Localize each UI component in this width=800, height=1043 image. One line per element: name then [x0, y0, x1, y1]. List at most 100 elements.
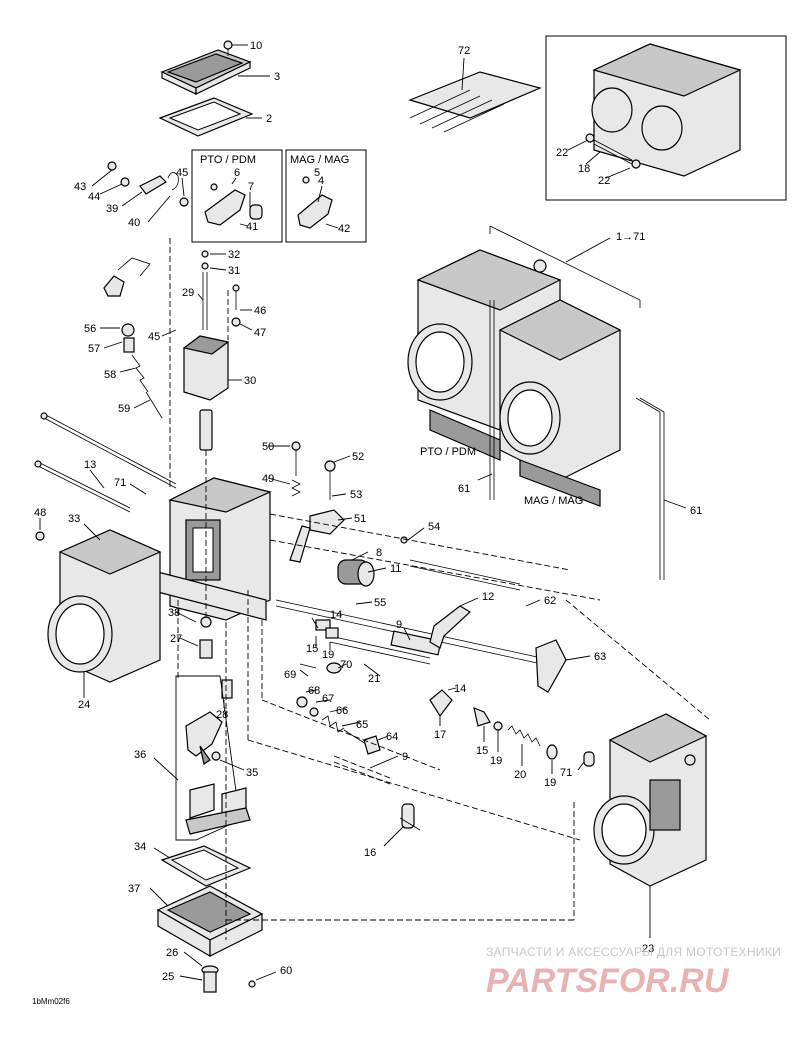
callout-45-top: 45 [176, 167, 188, 179]
callouts: 10 3 2 6 7 41 5 4 42 43 44 39 40 45 32 3… [34, 40, 702, 983]
jets [199, 616, 233, 699]
callout-62: 62 [544, 595, 556, 607]
callout-39: 39 [106, 203, 118, 215]
callout-26: 26 [166, 947, 178, 959]
callout-68: 68 [308, 685, 320, 697]
callout-33: 33 [68, 513, 80, 525]
callout-69: 69 [284, 669, 296, 681]
callout-41: 41 [246, 221, 258, 233]
callout-4: 4 [318, 175, 324, 187]
callout-15-upper: 15 [306, 643, 318, 655]
callout-61-right: 61 [690, 505, 702, 517]
gasket-part [158, 97, 254, 137]
callout-36: 36 [134, 749, 146, 761]
callout-23: 23 [642, 943, 654, 955]
screw-46 [231, 284, 241, 327]
mag-assembly-label: MAG / MAG [524, 495, 583, 507]
idle-screws [289, 441, 345, 563]
callout-2: 2 [266, 113, 272, 125]
callout-5: 5 [314, 167, 320, 179]
inset-carburetor [585, 43, 742, 177]
throttle-shaft-assembly [275, 559, 567, 693]
float-bowl [156, 845, 264, 958]
carburetor-body-pto [149, 477, 272, 621]
callout-29: 29 [182, 287, 194, 299]
callout-31: 31 [228, 265, 240, 277]
callout-24: 24 [78, 699, 90, 711]
callout-19-lower: 19 [490, 755, 502, 767]
range-bracket [489, 225, 641, 308]
callout-59: 59 [118, 403, 130, 415]
callout-20: 20 [514, 769, 526, 781]
callout-42: 42 [338, 223, 350, 235]
solenoid [337, 536, 408, 587]
callout-17: 17 [434, 729, 446, 741]
callout-32: 32 [228, 249, 240, 261]
mag-box [285, 149, 367, 243]
callout-34: 34 [134, 841, 146, 853]
mag-box-title: MAG / MAG [290, 154, 349, 166]
callout-47: 47 [254, 327, 266, 339]
callout-64: 64 [386, 731, 398, 743]
callout-27: 27 [170, 633, 182, 645]
callout-9-upper: 9 [396, 619, 402, 631]
callout-16: 16 [364, 847, 376, 859]
range-label: 1→71 [616, 231, 645, 243]
cover-part [160, 49, 252, 95]
callout-45: 45 [148, 331, 160, 343]
float-assembly [175, 675, 251, 841]
callout-50: 50 [262, 441, 274, 453]
callout-12: 12 [482, 591, 494, 603]
pto-box-title: PTO / PDM [200, 154, 256, 166]
callout-6: 6 [234, 167, 240, 179]
assembly-guides [169, 238, 711, 940]
pto-box [191, 149, 283, 243]
callout-11: 11 [390, 563, 401, 575]
assembled-carburetors [407, 249, 665, 580]
leader-lines [39, 44, 687, 981]
carburetor-body-mag [593, 713, 708, 887]
callout-65: 65 [356, 719, 368, 731]
callout-3: 3 [274, 71, 280, 83]
air-intake-boot [35, 529, 162, 683]
callout-71-left: 71 [114, 477, 126, 489]
needle-slide [182, 250, 230, 451]
callout-56: 56 [84, 323, 96, 335]
callout-19-right: 19 [544, 777, 556, 789]
inset-box [545, 35, 787, 201]
callout-18: 18 [578, 163, 590, 175]
callout-48: 48 [34, 507, 46, 519]
callout-53: 53 [350, 489, 362, 501]
callout-67: 67 [322, 693, 334, 705]
linkage-parts [296, 619, 595, 767]
callout-22-left: 22 [556, 147, 568, 159]
callout-7: 7 [248, 181, 254, 193]
drawing-code: 1bMm02f6 [32, 997, 70, 1006]
callout-60: 60 [280, 965, 292, 977]
callout-10: 10 [250, 40, 262, 52]
drain-plug [201, 965, 256, 993]
callout-49: 49 [262, 473, 274, 485]
callout-44: 44 [88, 191, 100, 203]
cables [34, 412, 177, 513]
callout-54: 54 [428, 521, 440, 533]
callout-63: 63 [594, 651, 606, 663]
tube-fitting [399, 803, 421, 831]
callout-8: 8 [376, 547, 382, 559]
callout-43: 43 [74, 181, 86, 193]
callout-13: 13 [84, 459, 96, 471]
callout-46: 46 [254, 305, 266, 317]
pto-assembly-label: PTO / PDM [420, 446, 476, 458]
choke-plunger [103, 257, 163, 419]
callout-22-right: 22 [598, 175, 610, 187]
callout-72: 72 [458, 45, 470, 57]
callout-38: 38 [168, 607, 180, 619]
callout-55: 55 [374, 597, 386, 609]
callout-58: 58 [104, 369, 116, 381]
callout-28: 28 [216, 709, 228, 721]
callout-37: 37 [128, 883, 140, 895]
callout-9-lower: 9 [402, 751, 408, 763]
cable-bracket [107, 161, 189, 207]
